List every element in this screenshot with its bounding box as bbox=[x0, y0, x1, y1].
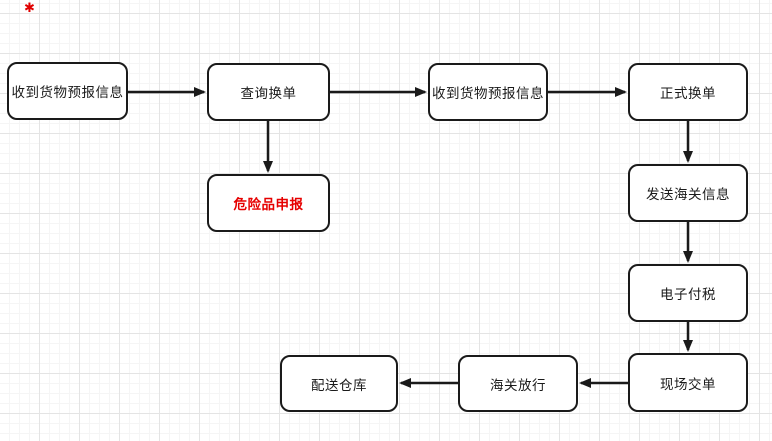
red-asterisk-icon: ✱ bbox=[24, 0, 35, 15]
node-label: 电子付税 bbox=[660, 287, 716, 302]
flow-node-onsite-submit[interactable]: 现场交单 bbox=[628, 353, 748, 412]
flow-node-query-exchange[interactable]: 查询换单 bbox=[207, 63, 330, 121]
flow-node-receive-forecast-1[interactable]: 收到货物预报信息 bbox=[7, 62, 128, 120]
flow-node-formal-exchange[interactable]: 正式换单 bbox=[628, 63, 748, 121]
flow-node-customs-release[interactable]: 海关放行 bbox=[458, 355, 578, 412]
node-label: 现场交单 bbox=[660, 376, 716, 392]
flow-node-send-customs-info[interactable]: 发送海关信息 bbox=[628, 164, 748, 222]
node-label: 危险品申报 bbox=[233, 197, 304, 212]
node-label: 发送海关信息 bbox=[646, 187, 730, 202]
node-label: 配送仓库 bbox=[311, 377, 367, 393]
node-label: 收到货物预报信息 bbox=[432, 86, 544, 101]
node-label: 正式换单 bbox=[660, 86, 716, 101]
node-label: 查询换单 bbox=[240, 86, 297, 101]
flow-node-dangerous-goods[interactable]: 危险品申报 bbox=[207, 174, 330, 232]
flow-node-e-tax-payment[interactable]: 电子付税 bbox=[628, 264, 748, 322]
flow-node-warehouse-delivery[interactable]: 配送仓库 bbox=[280, 355, 398, 412]
flow-node-receive-forecast-2[interactable]: 收到货物预报信息 bbox=[428, 63, 548, 121]
node-label: 收到货物预报信息 bbox=[11, 85, 124, 100]
node-label: 海关放行 bbox=[490, 377, 546, 393]
